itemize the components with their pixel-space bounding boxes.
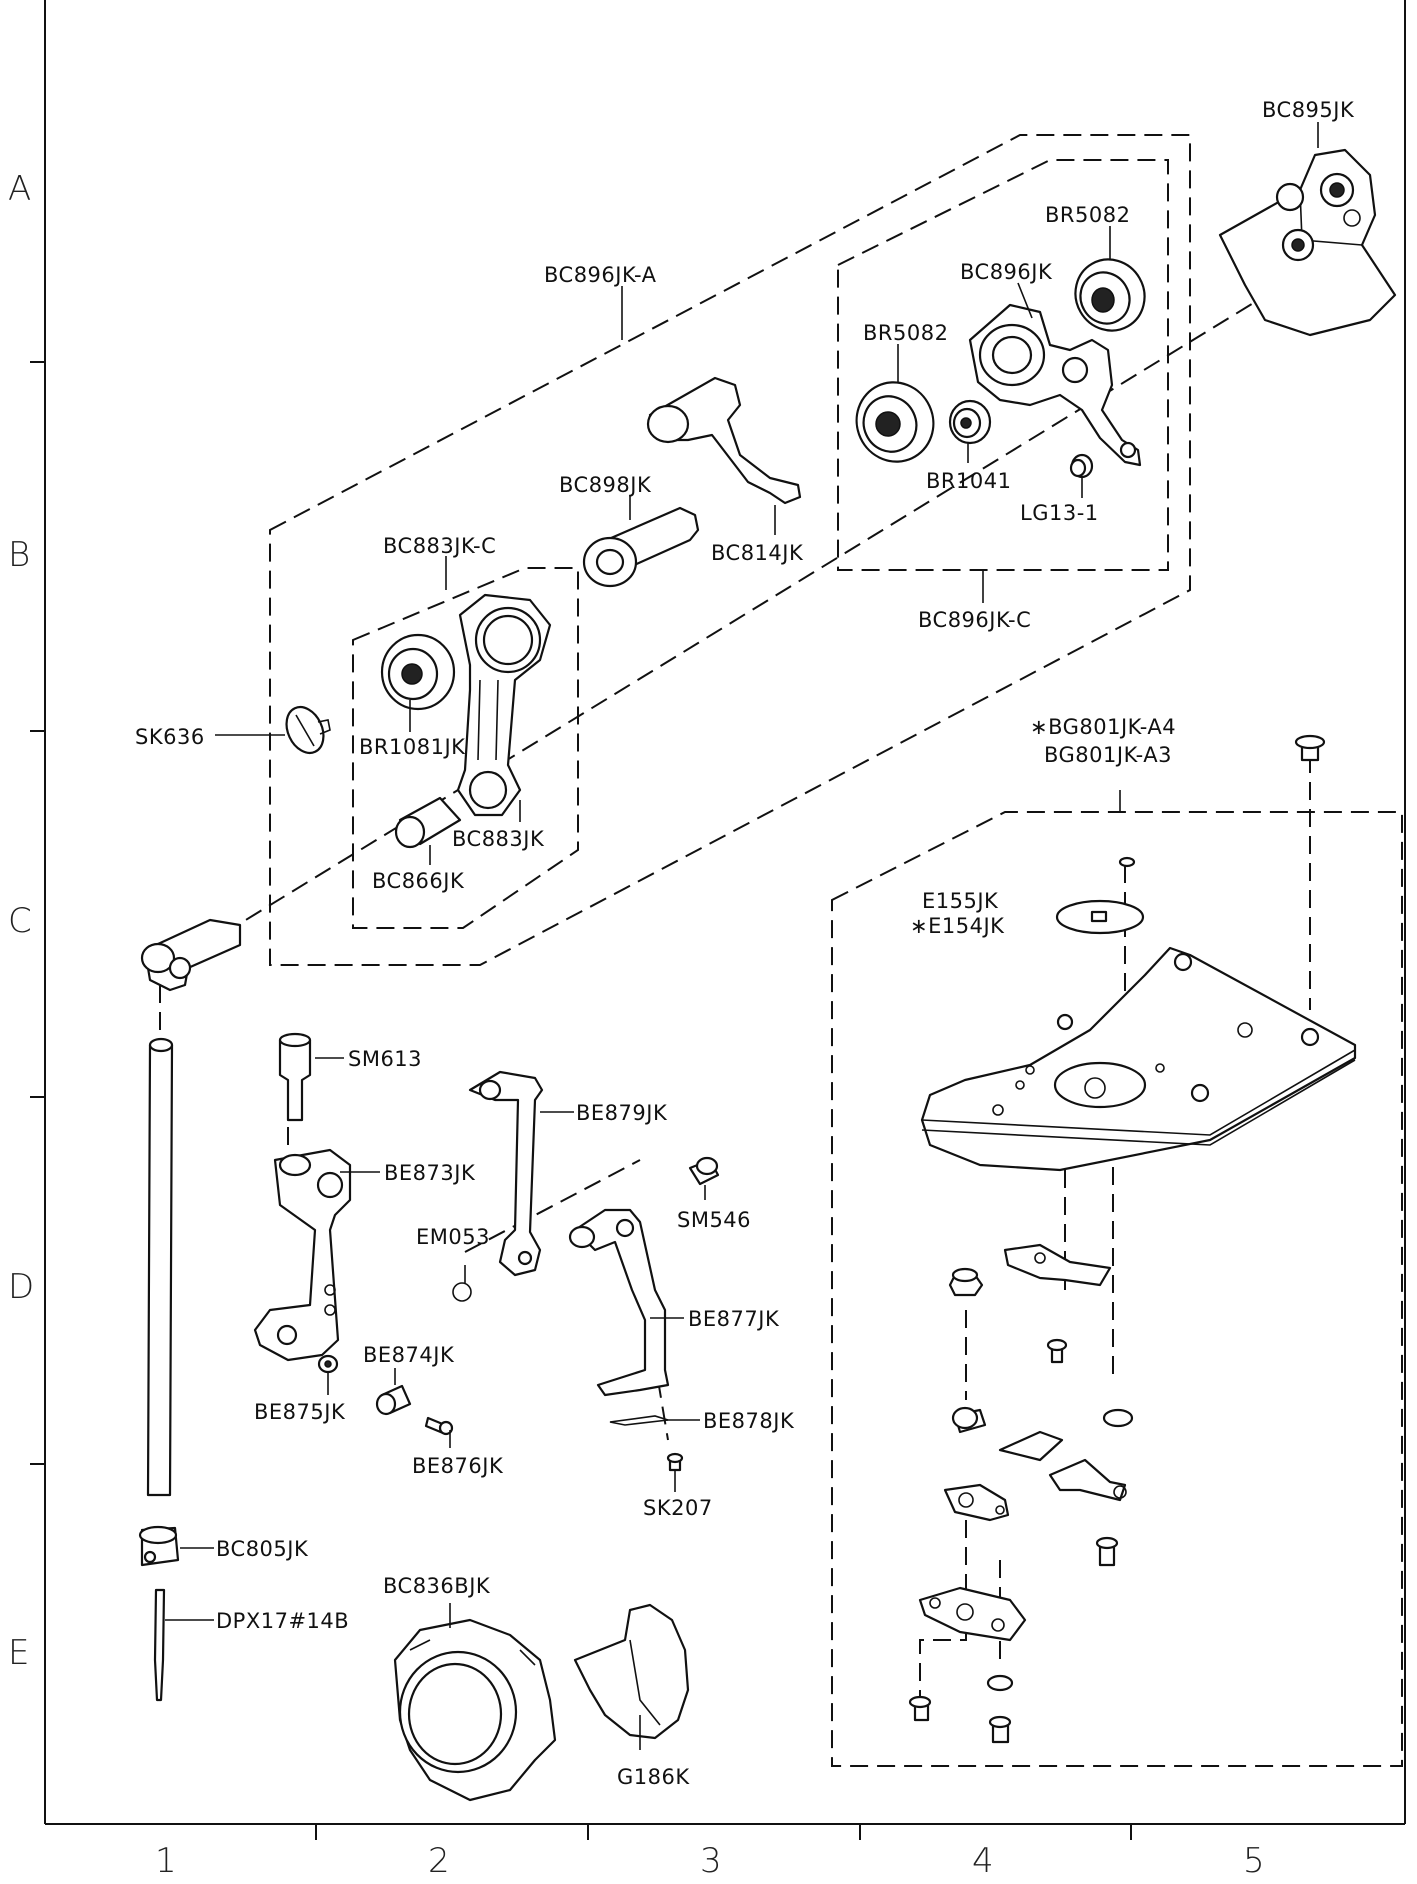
- e155jk-disc: [1055, 856, 1145, 935]
- bc866jk-bushing: [394, 796, 462, 849]
- label-bc805jk: BC805JK: [216, 1537, 309, 1561]
- bg801jk-sub-parts: [908, 1243, 1134, 1744]
- label-g186k: G186K: [617, 1765, 690, 1789]
- leader-lines: [165, 122, 1319, 1750]
- bc805jk-needle-clamp: [138, 1525, 180, 1567]
- label-dpx17-14b: DPX17#14B: [216, 1609, 349, 1633]
- label-bc896jk-a: BC896JK-A: [544, 263, 657, 287]
- be874jk-collar: [375, 1384, 412, 1416]
- em053-ring: [452, 1282, 472, 1302]
- label-lg13-1: LG13-1: [1020, 501, 1099, 525]
- needle-bar-crank: [140, 918, 242, 992]
- br1041-small-bearing: [948, 399, 992, 445]
- grid-row-label-c: C: [8, 901, 32, 941]
- label-sk636: SK636: [135, 725, 205, 749]
- label-be878jk: BE878JK: [703, 1409, 795, 1433]
- assembly-outline-bc896jk-c: [837, 159, 1169, 571]
- br5082-top-bearing: [1074, 258, 1146, 332]
- label-bc814jk: BC814JK: [711, 541, 804, 565]
- label-br1081jk: BR1081JK: [359, 735, 466, 759]
- sk636-screw: [285, 705, 331, 755]
- grid-col-label-2: 2: [428, 1841, 450, 1881]
- label-be877jk: BE877JK: [688, 1307, 780, 1331]
- grid-row-label-b: B: [8, 535, 30, 575]
- label-bc883jk: BC883JK: [452, 827, 545, 851]
- assembly-outline-bg801jk-a3: [831, 811, 1403, 1767]
- grid-col-label-1: 1: [155, 1841, 177, 1881]
- label-be875jk: BE875JK: [254, 1400, 346, 1424]
- bc814jk-lever: [646, 376, 802, 505]
- label-bg801jk-a3: BG801JK-A3: [1044, 743, 1172, 767]
- grid-row-label-e: E: [8, 1633, 29, 1673]
- label-e155jk: E155JK: [922, 889, 999, 913]
- br5082-left-bearing: [855, 381, 935, 463]
- assembly-outline-bc896jk-a: [269, 134, 1191, 966]
- bc836bjk-hook-base: [393, 1618, 557, 1802]
- label-bc896jk: BC896JK: [960, 260, 1053, 284]
- needle-plate-screw: [1294, 734, 1326, 762]
- be876jk-screw: [424, 1416, 454, 1436]
- label-be874jk: BE874JK: [363, 1343, 455, 1367]
- grid-col-label-3: 3: [700, 1841, 722, 1881]
- label-be876jk: BE876JK: [412, 1454, 504, 1478]
- label-be873jk: BE873JK: [384, 1161, 476, 1185]
- sm613-screw: [278, 1032, 312, 1122]
- label-be879jk: BE879JK: [576, 1101, 668, 1125]
- label-bg801jk-a4: ∗BG801JK-A4: [1030, 715, 1176, 739]
- label-em053: EM053: [416, 1225, 490, 1249]
- label-sk207: SK207: [643, 1496, 713, 1520]
- be878jk-blade: [609, 1415, 669, 1426]
- be877jk-arm: [568, 1208, 670, 1397]
- grid-col-label-4: 4: [972, 1841, 994, 1881]
- grid-row-label-a: A: [8, 169, 31, 209]
- label-bc895jk: BC895JK: [1262, 98, 1355, 122]
- needle-bar: [146, 1037, 174, 1497]
- drawing-frame: [30, 0, 1406, 1840]
- label-bc866jk: BC866JK: [372, 869, 465, 893]
- g186k-hook: [573, 1603, 690, 1740]
- grid-row-label-d: D: [8, 1267, 34, 1307]
- sm546-screw: [688, 1156, 720, 1186]
- label-bc883jk-c: BC883JK-C: [383, 534, 496, 558]
- bc896jk-crank: [968, 303, 1142, 467]
- label-bc836bjk: BC836BJK: [383, 1574, 491, 1598]
- label-e154jk: ∗E154JK: [910, 914, 1005, 938]
- sk207-screw: [666, 1452, 684, 1472]
- bc883jk-connecting-rod: [456, 593, 552, 817]
- label-bc898jk: BC898JK: [559, 473, 652, 497]
- label-bc896jk-c: BC896JK-C: [918, 608, 1031, 632]
- grid-col-label-5: 5: [1243, 1841, 1265, 1881]
- label-br5082-left: BR5082: [863, 321, 948, 345]
- assembly-outline-bc883jk-c: [352, 567, 579, 929]
- bc895jk-housing: [1218, 148, 1397, 337]
- dpx17-needle: [153, 1588, 166, 1702]
- bg801jk-needle-plate: [920, 946, 1357, 1172]
- be875jk-washer: [317, 1354, 339, 1374]
- lg13-1-screw: [1069, 453, 1094, 479]
- label-sm546: SM546: [677, 1208, 751, 1232]
- label-br1041: BR1041: [926, 469, 1011, 493]
- label-br5082-top: BR5082: [1045, 203, 1130, 227]
- be879jk-link: [468, 1070, 544, 1277]
- be873jk-bracket: [253, 1148, 352, 1362]
- bc898jk-shaft: [582, 506, 700, 588]
- label-sm613: SM613: [348, 1047, 422, 1071]
- br1081jk-bearing: [380, 633, 456, 711]
